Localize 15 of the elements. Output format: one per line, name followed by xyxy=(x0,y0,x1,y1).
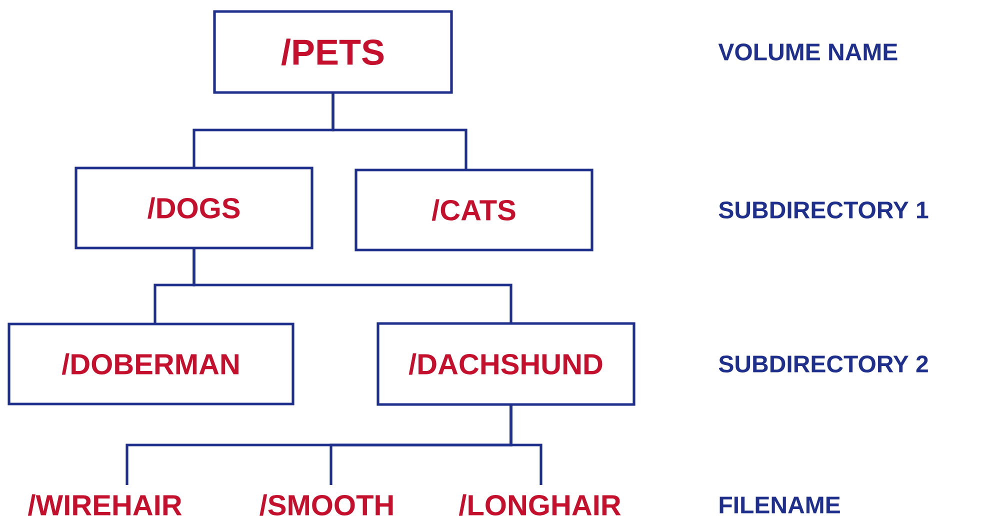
file-name: /WIREHAIR xyxy=(28,494,182,516)
directory-box: /DOGS xyxy=(74,166,314,250)
directory-box: /CATS xyxy=(354,168,594,252)
file-name: /LONGHAIR xyxy=(458,494,621,516)
level-label: FILENAME xyxy=(720,496,840,514)
level-label: SUBDIRECTORY 1 xyxy=(718,202,928,218)
level-label: SUBDIRECTORY 2 xyxy=(718,356,928,372)
directory-box: /DACHSHUND xyxy=(376,322,636,406)
file-name: /SMOOTH xyxy=(260,494,393,516)
tree-connector xyxy=(192,248,512,324)
directory-box: /DOBERMAN xyxy=(8,322,294,406)
level-label: VOLUME NAME xyxy=(718,44,898,60)
tree-connector xyxy=(510,404,542,485)
tree-connector xyxy=(332,92,468,170)
directory-box: /PETS xyxy=(213,10,453,94)
